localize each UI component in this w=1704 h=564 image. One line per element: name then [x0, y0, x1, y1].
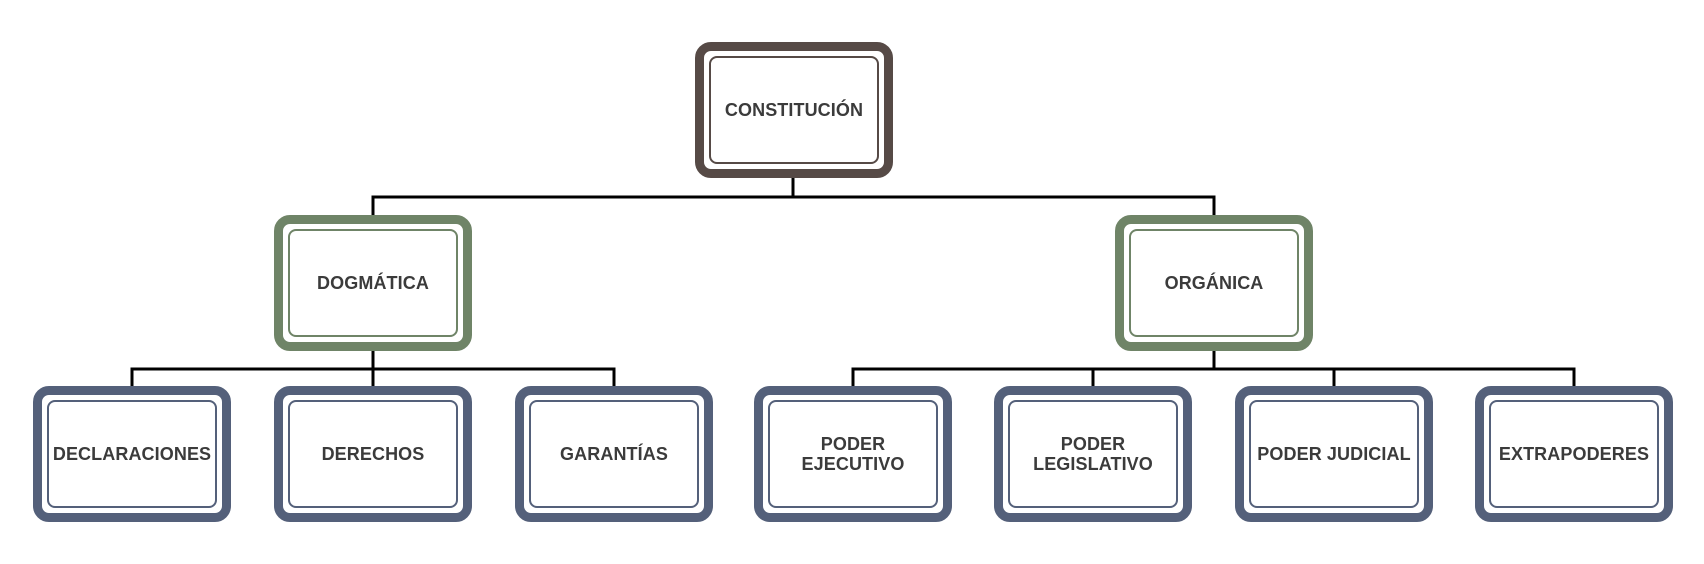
node-poder-legislativo-label: PODER LEGISLATIVO — [1033, 434, 1153, 474]
node-constitucion-frame: CONSTITUCIÓN — [709, 56, 879, 164]
node-poder-judicial-label: PODER JUDICIAL — [1257, 444, 1411, 464]
node-poder-ejecutivo-label: PODER EJECUTIVO — [801, 434, 905, 474]
node-derechos-frame: DERECHOS — [288, 400, 458, 508]
node-constitucion-label: CONSTITUCIÓN — [724, 100, 864, 120]
connector-root-to-branches — [371, 170, 1216, 217]
node-poder-legislativo-frame: PODER LEGISLATIVO — [1008, 400, 1178, 508]
node-constitucion: CONSTITUCIÓN — [695, 42, 893, 178]
node-dogmatica-frame: DOGMÁTICA — [288, 229, 458, 337]
node-derechos: DERECHOS — [274, 386, 472, 522]
node-extrapoderes: EXTRAPODERES — [1475, 386, 1673, 522]
node-organica-label: ORGÁNICA — [1164, 273, 1264, 293]
connector-dogmatica-to-children — [130, 344, 616, 388]
connector-organica-to-children — [851, 344, 1576, 388]
node-poder-judicial-frame: PODER JUDICIAL — [1249, 400, 1419, 508]
node-garantias: GARANTÍAS — [515, 386, 713, 522]
node-poder-legislativo: PODER LEGISLATIVO — [994, 386, 1192, 522]
node-organica: ORGÁNICA — [1115, 215, 1313, 351]
node-extrapoderes-frame: EXTRAPODERES — [1489, 400, 1659, 508]
node-declaraciones-frame: DECLARACIONES — [47, 400, 217, 508]
node-garantias-label: GARANTÍAS — [560, 444, 668, 464]
node-declaraciones-label: DECLARACIONES — [52, 444, 212, 464]
node-poder-ejecutivo: PODER EJECUTIVO — [754, 386, 952, 522]
node-dogmatica-label: DOGMÁTICA — [317, 273, 429, 293]
node-organica-frame: ORGÁNICA — [1129, 229, 1299, 337]
node-poder-judicial: PODER JUDICIAL — [1235, 386, 1433, 522]
node-declaraciones: DECLARACIONES — [33, 386, 231, 522]
node-derechos-label: DERECHOS — [321, 444, 425, 464]
node-extrapoderes-label: EXTRAPODERES — [1498, 444, 1650, 464]
node-garantias-frame: GARANTÍAS — [529, 400, 699, 508]
node-dogmatica: DOGMÁTICA — [274, 215, 472, 351]
node-poder-ejecutivo-frame: PODER EJECUTIVO — [768, 400, 938, 508]
